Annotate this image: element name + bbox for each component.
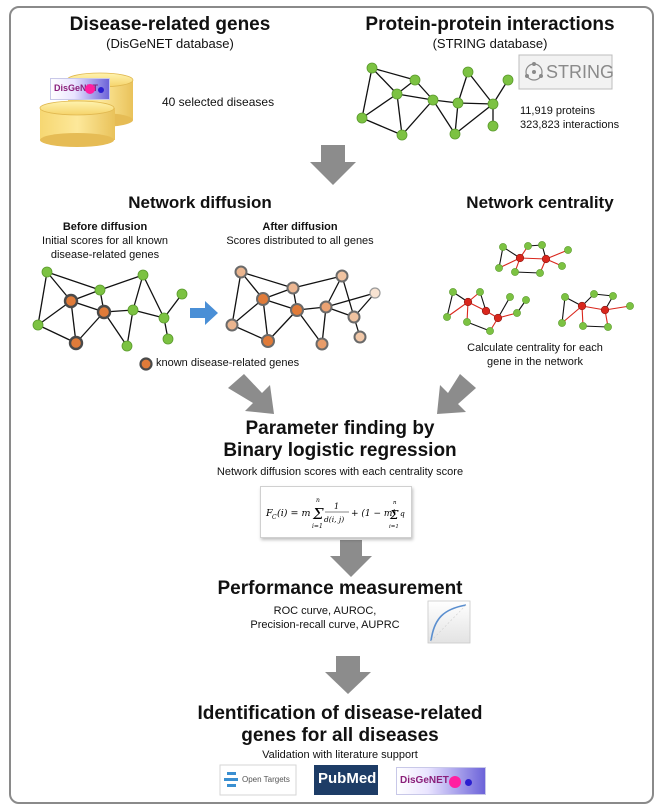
string-subtitle: (STRING database) — [432, 36, 548, 51]
performance-line1: ROC curve, AUROC, — [273, 605, 377, 617]
database-cylinder-icon — [39, 72, 134, 147]
centrality-caption-line2: gene in the network — [486, 356, 583, 368]
parameter-title-line1: Parameter finding by — [245, 418, 435, 439]
svg-text:i=1: i=1 — [312, 523, 323, 530]
scoring-equation: F C (i) = m Σ n i=1 1 d(i, j) + (1 − m) … — [260, 486, 412, 538]
svg-text:(i) = m: (i) = m — [277, 508, 310, 519]
disgenet-logo-bottom: DisGeNET — [396, 767, 486, 795]
pubmed-logo-text: PubMed — [318, 770, 377, 787]
pubmed-logo — [314, 765, 378, 795]
network-diffusion-title: Network diffusion — [128, 193, 272, 212]
string-logo — [518, 54, 613, 90]
after-diffusion-heading: After diffusion — [262, 221, 338, 233]
performance-title: Performance measurement — [217, 578, 463, 599]
protein-count-label: 11,919 proteins — [520, 105, 596, 117]
equation-graphic: F C (i) = m Σ n i=1 1 d(i, j) + (1 − m) … — [265, 497, 405, 530]
svg-text:1: 1 — [334, 502, 339, 511]
centrality-network-right — [561, 293, 631, 328]
disgenet-dot-icon — [85, 84, 95, 94]
disgenet-bottom-dot-icon-2 — [465, 779, 472, 786]
svg-text:n: n — [393, 500, 397, 506]
down-arrow-icon-2 — [330, 540, 372, 577]
identification-title-line2: genes for all diseases — [241, 725, 439, 746]
interaction-count-label: 323,823 interactions — [520, 119, 620, 131]
string-logo-text: STRING — [546, 62, 615, 82]
before-diffusion-line1: Initial scores for all known — [42, 235, 168, 247]
svg-text:i=1: i=1 — [389, 524, 399, 530]
disease-count-label: 40 selected diseases — [162, 95, 275, 109]
down-arrow-icon-3 — [325, 656, 371, 694]
known-gene-legend-icon — [139, 357, 153, 371]
svg-text:Σ: Σ — [389, 508, 399, 522]
open-targets-logo — [219, 764, 297, 796]
svg-text:n: n — [316, 497, 320, 504]
centrality-nodes — [443, 241, 634, 335]
diagonal-arrow-left-icon — [228, 374, 274, 414]
down-arrow-icon — [310, 145, 356, 185]
open-targets-logo-text: Open Targets — [242, 775, 290, 784]
before-diffusion-heading: Before diffusion — [62, 221, 148, 233]
performance-line2: Precision-recall curve, AUPRC — [250, 619, 400, 631]
disgenet-dot-icon-2 — [98, 87, 104, 93]
diagonal-arrow-right-icon — [437, 374, 476, 414]
disgenet-logo-bottom-text: DisGeNET — [400, 775, 449, 786]
after-diffusion-nodes — [225, 265, 381, 351]
network-centrality-title: Network centrality — [466, 193, 614, 212]
svg-text:+ (1 − m): + (1 − m) — [351, 508, 396, 519]
diagram-frame — [9, 6, 654, 804]
svg-text:q: q — [400, 509, 405, 518]
string-network-nodes — [356, 62, 514, 141]
disgenet-bottom-dot-icon — [449, 776, 461, 788]
disgenet-title: Disease-related genes — [69, 14, 271, 35]
known-gene-legend-label: known disease-related genes — [156, 357, 300, 369]
after-diffusion-line1: Scores distributed to all genes — [226, 235, 374, 247]
before-diffusion-line2: disease-related genes — [50, 249, 160, 261]
disgenet-logo-text: DisGeNET — [54, 83, 99, 93]
disgenet-subtitle: (DisGeNET database) — [106, 36, 234, 51]
svg-text:d(i, j): d(i, j) — [324, 515, 344, 524]
parameter-caption: Network diffusion scores with each centr… — [216, 466, 464, 478]
identification-caption: Validation with literature support — [262, 749, 418, 761]
string-title: Protein-protein interactions — [365, 14, 615, 35]
right-arrow-icon — [190, 301, 218, 325]
svg-text:C: C — [272, 514, 277, 521]
svg-text:F: F — [265, 508, 273, 519]
centrality-caption-line1: Calculate centrality for each — [467, 342, 603, 354]
parameter-title-line2: Binary logistic regression — [223, 440, 457, 461]
before-diffusion-nodes — [32, 266, 188, 352]
svg-text:Σ: Σ — [312, 505, 324, 523]
centrality-network-top — [498, 244, 569, 274]
roc-curve-icon — [427, 600, 471, 644]
identification-title-line1: Identification of disease-related — [197, 703, 483, 724]
disgenet-logo: DisGeNET — [50, 78, 110, 100]
